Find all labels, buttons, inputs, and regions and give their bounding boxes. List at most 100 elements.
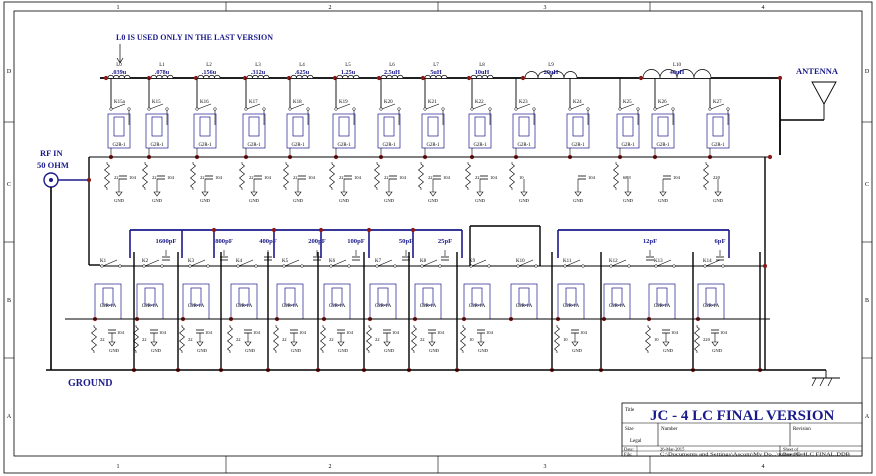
bottom-relay-box-3 (230, 283, 258, 320)
top-relay-res-value-1: 22 (152, 175, 157, 180)
top-relay-contact-a-8 (470, 107, 474, 111)
bottom-relay-gnd-7 (428, 341, 436, 347)
top-relay-coil-2 (199, 116, 211, 137)
top-relay-coil-4 (292, 116, 304, 137)
top-relay-ref-2: K16 (200, 100, 209, 105)
top-relay-ref-13: K27 (713, 100, 722, 105)
rf-in-label: RF IN (40, 148, 63, 158)
capacitor-bus-node-2 (318, 227, 324, 233)
bottom-relay-switch-9 (518, 259, 534, 267)
bottom-relay-box-10 (557, 283, 585, 320)
bottom-relay-type-9: G2R-1A (516, 304, 533, 309)
col-label-3-top: 3 (544, 5, 547, 11)
antenna-label: ANTENNA (796, 66, 839, 76)
top-relay-cap-value-5: 104 (354, 175, 362, 180)
top-relay-switch-11 (620, 103, 635, 110)
bottom-relay-gnd-label-7: GND (429, 348, 440, 353)
top-relay-type-0: G2R-1 (112, 143, 126, 148)
bottom-relay-type-5: G2R-1A (329, 304, 346, 309)
row-label-a-left: A (7, 414, 12, 420)
bottom-relay-gnd-10 (571, 341, 579, 347)
inductor-node-3 (242, 75, 248, 81)
bottom-relay-box-6 (369, 283, 397, 320)
bottom-relay-type-11: G2R-1A (609, 304, 626, 309)
bottom-relay-contact-b-11 (627, 264, 631, 268)
bottom-relay-type-12: G2R-1A (654, 304, 671, 309)
row-label-b-right: B (865, 298, 869, 304)
size-label: Size (625, 427, 634, 432)
top-relay-ref-1: K15 (152, 100, 161, 105)
inductor-node-8 (466, 75, 472, 81)
bottom-relay-contact-a-9 (516, 264, 520, 268)
top-relay-gnd-10 (574, 191, 582, 197)
top-relay-type-1: G2R-1 (150, 143, 164, 148)
top-relay-res-value-9: 10 (519, 175, 524, 180)
top-relay-res-value-11: 6R8 (623, 175, 631, 180)
inductor-ref-0: L0 (116, 63, 122, 68)
inductor-value-4: .625u (295, 69, 310, 76)
top-relay-box-12 (651, 113, 675, 149)
top-relay-res-value-3: 22 (249, 175, 254, 180)
bottom-relay-contact-a-3 (236, 264, 240, 268)
inductor-node-2 (193, 75, 199, 81)
top-relay-contact-b-0 (127, 107, 131, 111)
top-relay-box-8 (468, 113, 492, 149)
date-value: 26-Mar-2015 (660, 447, 685, 452)
capacitor-bus-node-4 (410, 227, 416, 233)
capacitor-bus-node-0 (211, 227, 217, 233)
bottom-relay-cap-value-6: 104 (392, 330, 400, 335)
inductor-node-4 (286, 75, 292, 81)
inductor-value-7: 5uH (430, 69, 442, 76)
bottom-relay-type-3: G2R-1A (236, 304, 253, 309)
top-relay-box-4 (286, 113, 310, 149)
top-relay-type-8: G2R-1 (473, 143, 487, 148)
bottom-relay-coil-9 (518, 287, 530, 306)
top-relay-box-2 (193, 113, 217, 149)
top-relay-res-value-2: 22 (200, 175, 205, 180)
bottom-relay-contact-a-10 (563, 264, 567, 268)
file-label: File: (624, 452, 632, 457)
top-relay-contact-b-3 (262, 107, 266, 111)
top-relay-coil-10 (572, 116, 584, 137)
bottom-relay-type-7: G2R-1A (420, 304, 437, 309)
title-label: Title (625, 408, 635, 413)
top-relay-coil-5 (338, 116, 350, 137)
top-relay-res-value-0: 22 (114, 175, 119, 180)
top-relay-gnd-label-5: GND (339, 198, 350, 203)
top-relay-resistor-4 (283, 162, 289, 190)
inductor-coil-6 (380, 74, 404, 79)
bottom-relay-coil-8 (471, 287, 483, 306)
top-relay-coil-9 (518, 116, 530, 137)
top-relay-contact-b-10 (586, 107, 590, 111)
col-label-4-top: 4 (762, 5, 765, 11)
top-relay-contact-b-5 (352, 107, 356, 111)
frame-columns: 1 2 3 4 1 2 3 4 (117, 2, 765, 473)
top-relay-resistor-13 (703, 162, 709, 190)
bottom-relay-resistor-1 (133, 325, 139, 353)
bottom-relay-contact-b-1 (160, 264, 164, 268)
inductor-node-0 (103, 75, 109, 81)
rf-in-impedance-label: 50 OHM (37, 160, 69, 170)
top-relay-switch-13 (710, 103, 725, 110)
bottom-relay-res-value-10: 10 (563, 337, 568, 342)
row-label-a-right: A (865, 414, 870, 420)
top-relay-contact-b-12 (671, 107, 675, 111)
top-relay-box-10 (566, 113, 590, 149)
bottom-relay-switch-5 (331, 259, 347, 267)
inductor-value-9: 20uH (544, 69, 559, 76)
top-relay-contact-a-0 (109, 107, 113, 111)
bottom-relay-gnd-label-12: GND (663, 348, 674, 353)
top-relay-gnd-7 (429, 191, 437, 197)
top-relay-switch-8 (472, 103, 487, 110)
l0-note: L0 IS USED ONLY IN THE LAST VERSION (116, 33, 273, 42)
bottom-relay-contact-b-9 (534, 264, 538, 268)
top-relay-coil-8 (474, 116, 486, 137)
bottom-relay-gnd-label-13: GND (712, 348, 723, 353)
bottom-relay-resistor-13 (694, 325, 700, 353)
bottom-relay-gnd-label-5: GND (338, 348, 349, 353)
top-relay-contact-a-4 (288, 107, 292, 111)
col-label-1-top: 1 (117, 5, 120, 11)
inductor-coil-1 (150, 74, 174, 79)
top-relay-coil-6 (383, 116, 395, 137)
bottom-relay-resistor-7 (411, 325, 417, 353)
